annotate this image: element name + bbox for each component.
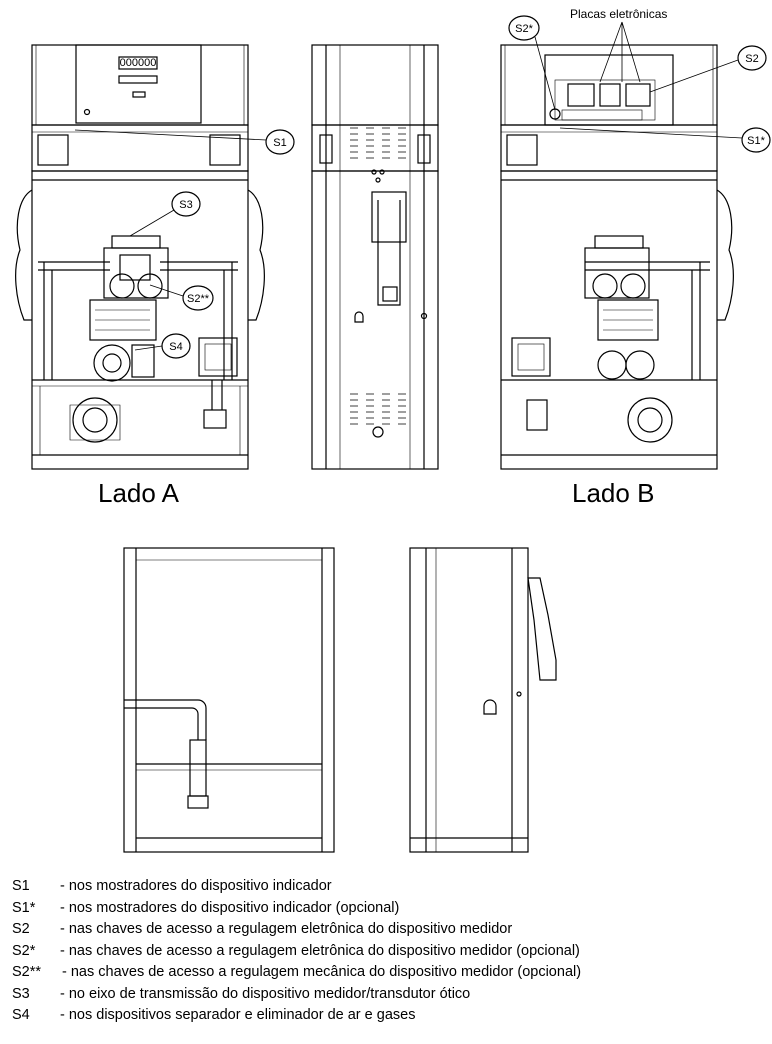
legend-text: - nas chaves de acesso a regulagem mecân… — [62, 964, 582, 980]
callout-s2-star-label: S2* — [515, 23, 533, 35]
callout-s1-star-label: S1* — [747, 135, 765, 147]
legend-item: S3 - no eixo de transmissão do dispositi… — [12, 984, 762, 1006]
side-a-label: Lado A — [98, 478, 179, 508]
legend-code: S2** — [12, 964, 42, 980]
callout-s1-label: S1 — [273, 137, 286, 149]
side-b-view — [500, 44, 734, 470]
legend-item: S2** - nas chaves de acesso a regulagem … — [12, 962, 762, 984]
seal-legend: S1 - nos mostradores do dispositivo indi… — [12, 876, 762, 1027]
dispenser-technical-drawing: 000000 — [15, 15, 771, 853]
callout-s3-label: S3 — [179, 199, 192, 211]
callout-s2 — [737, 45, 767, 71]
callout-s3 — [171, 191, 201, 217]
legend-code: S3 — [12, 985, 30, 1002]
side-a-view: 000000 — [15, 44, 265, 470]
legend-text: - nos dispositivos separador e eliminado… — [60, 1007, 416, 1023]
legend-item: S1 - nos mostradores do dispositivo indi… — [12, 876, 762, 898]
legend-text: - no eixo de transmissão do dispositivo … — [60, 985, 471, 1002]
legend-code: S1 — [12, 878, 30, 894]
legend-item: S2 - nas chaves de acesso a regulagem el… — [12, 919, 762, 941]
callout-s1 — [265, 129, 295, 155]
legend-text: - nos mostradores do dispositivo indicad… — [60, 899, 400, 916]
side-profile-view — [311, 44, 439, 470]
legend-code: S2 — [12, 921, 30, 937]
legend-code: S2* — [12, 942, 36, 959]
legend-code: S4 — [12, 1007, 30, 1023]
legend-text: - nos mostradores do dispositivo indicad… — [60, 878, 332, 894]
legend-item: S1* - nos mostradores do dispositivo ind… — [12, 898, 762, 920]
callout-s1-star — [741, 127, 771, 153]
legend-code: S1* — [12, 899, 36, 916]
legend-item: S4 - nos dispositivos separador e elimin… — [12, 1005, 762, 1027]
callout-s2-double-star-label: S2** — [187, 293, 210, 305]
legend-text: - nas chaves de acesso a regulagem eletr… — [60, 942, 580, 959]
legend-item: S2* - nas chaves de acesso a regulagem e… — [12, 941, 762, 963]
display-readout: 000000 — [120, 57, 157, 69]
lower-front-section — [123, 547, 335, 853]
callout-s2-star — [508, 15, 540, 41]
callout-s2-double-star — [182, 285, 214, 311]
lower-side-section — [409, 547, 557, 853]
electronic-boards-label: Placas eletrônicas — [570, 7, 668, 21]
callout-s4-label: S4 — [169, 341, 182, 353]
seal-callouts: S1 S3 S2** S4 S2* S2 S1* — [74, 15, 771, 359]
legend-text: - nas chaves de acesso a regulagem eletr… — [60, 921, 513, 937]
callout-s2-label: S2 — [745, 53, 758, 65]
side-b-label: Lado B — [572, 478, 655, 508]
